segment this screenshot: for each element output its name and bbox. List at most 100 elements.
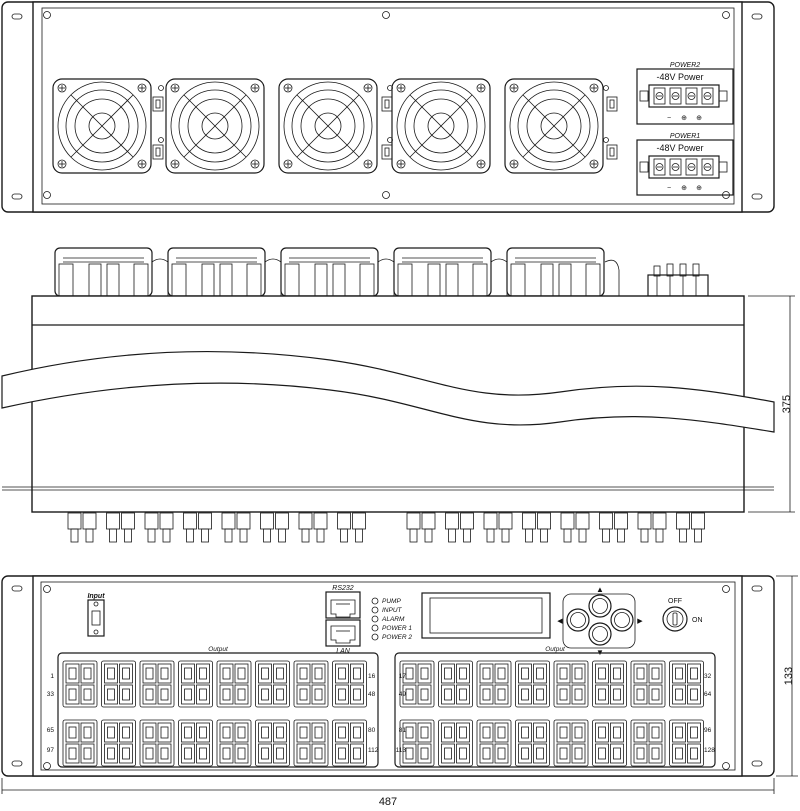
side-connector <box>614 512 628 530</box>
terminal-screw <box>671 92 680 100</box>
fan-spoke <box>409 94 473 158</box>
terminal-tab <box>639 90 649 102</box>
nav-right-button[interactable] <box>610 608 634 632</box>
output-port-ferrule <box>459 726 467 739</box>
terminal-screw <box>687 92 696 100</box>
output-port-ferrule <box>482 747 491 760</box>
output-port <box>441 663 455 684</box>
output-port <box>119 684 133 705</box>
side-connector <box>121 512 135 530</box>
output-port-ferrule <box>107 667 115 680</box>
fan-connector-pin <box>155 99 161 109</box>
output-port-ferrule <box>122 667 130 680</box>
nav-up-button[interactable] <box>588 594 612 618</box>
output-port <box>595 722 609 743</box>
output-port-ferrule <box>68 688 77 701</box>
output-port <box>402 722 417 743</box>
top-chassis <box>32 1 743 213</box>
output-port <box>479 663 494 684</box>
side-connector-boot <box>162 528 171 543</box>
power2-terminal-block <box>639 84 728 108</box>
side-connector <box>445 512 459 530</box>
output-port-ferrule <box>559 747 568 760</box>
power1-frame <box>636 139 734 196</box>
output-port-ferrule <box>107 747 115 760</box>
side-connector-boot <box>278 528 286 543</box>
output-port <box>633 684 648 705</box>
output-port-ferrule <box>338 726 346 739</box>
output-port <box>80 743 95 764</box>
side-connector <box>483 512 498 530</box>
output-group-frame <box>101 719 136 767</box>
side-fan-cable <box>377 258 395 296</box>
side-connector-boot <box>486 528 495 543</box>
output-port-ferrule <box>521 747 529 760</box>
output-port <box>417 684 432 705</box>
fan-screw <box>396 83 406 93</box>
output-port-ferrule <box>261 667 269 680</box>
rs232-port[interactable]: RS232 <box>325 585 361 619</box>
side-connector <box>337 512 351 530</box>
side-fan-post <box>133 263 149 297</box>
led-power2 <box>371 633 379 641</box>
side-connector <box>575 512 590 530</box>
fan-connector-pin <box>155 147 161 157</box>
output-port <box>533 684 547 705</box>
fan-guard-mid <box>65 89 139 163</box>
output-port <box>181 743 195 764</box>
side-fan-row <box>54 247 620 297</box>
output-port-ferrule <box>690 667 698 680</box>
output-port <box>234 722 249 743</box>
nav-down-button[interactable] <box>588 622 612 646</box>
output-port <box>119 722 133 743</box>
output-port <box>80 722 95 743</box>
terminal-slot <box>701 87 714 105</box>
output-port-ferrule <box>444 688 452 701</box>
output-port <box>456 663 470 684</box>
lan-port[interactable]: LAN <box>325 619 361 655</box>
fan-connector <box>381 144 393 160</box>
output-port <box>402 684 417 705</box>
output-port <box>533 743 547 764</box>
output-port-ferrule <box>497 688 506 701</box>
side-fan-rib <box>201 263 215 297</box>
front-screws <box>43 585 730 770</box>
side-connector <box>221 512 236 530</box>
right-row-start-1: 17 <box>399 673 407 680</box>
output-port <box>157 743 172 764</box>
side-connector <box>82 512 97 530</box>
key-switch[interactable]: OFF ON <box>662 598 703 632</box>
output-group-frame <box>592 660 627 708</box>
output-port <box>104 743 118 764</box>
output-port-ferrule <box>83 688 92 701</box>
output-port-ferrule <box>338 688 346 701</box>
output-port <box>119 743 133 764</box>
fan-frame <box>278 78 378 174</box>
side-connector <box>260 512 274 530</box>
side-connector <box>460 512 474 530</box>
output-port <box>687 684 701 705</box>
side-connector <box>691 512 705 530</box>
output-port <box>350 663 364 684</box>
fan-connector-pin <box>384 147 390 157</box>
output-port-ferrule <box>237 726 246 739</box>
side-connector-boot <box>239 528 248 543</box>
rack-ear-holes-top <box>11 13 763 200</box>
mount-hole <box>603 85 609 91</box>
fan-guard-outer <box>283 81 373 171</box>
output-port <box>181 722 195 743</box>
terminal-screw <box>671 163 680 171</box>
led-label-input: INPUT <box>382 607 403 614</box>
side-connector <box>599 512 613 530</box>
output-group-frame <box>62 719 98 767</box>
nav-left-button[interactable] <box>566 608 590 632</box>
output-group-frame <box>476 660 512 708</box>
input-connector[interactable]: Input <box>87 593 105 637</box>
side-connector-boot <box>316 528 325 543</box>
output-group-frame <box>553 719 589 767</box>
side-fan-post <box>58 263 74 297</box>
side-connector-boot <box>655 528 664 543</box>
output-port-ferrule <box>598 747 606 760</box>
output-port-ferrule <box>107 726 115 739</box>
output-port <box>196 722 210 743</box>
